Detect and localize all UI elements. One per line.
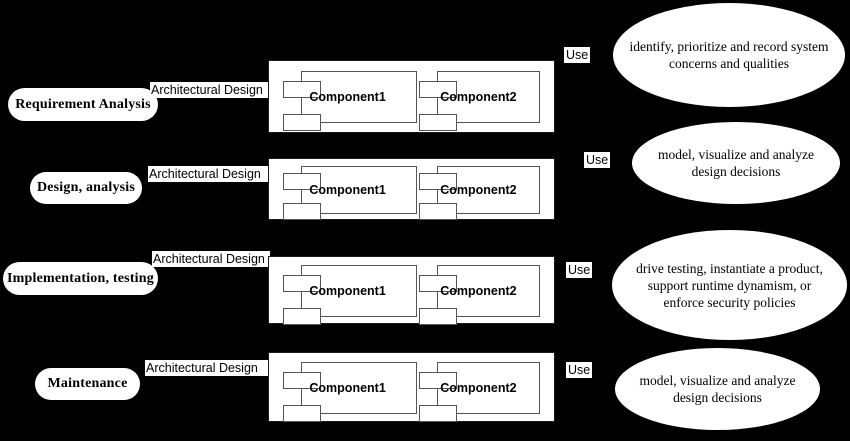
artifact-label-architectural-design-2: Architectural Design (148, 166, 270, 182)
uml-component-name: Component2 (440, 183, 517, 197)
uml-component-1[interactable]: Component1 (283, 166, 417, 220)
component-port-bottom-icon (283, 203, 321, 220)
phase-pill-label: Implementation, testing (7, 270, 154, 286)
relation-label-use-1: Use (564, 47, 591, 63)
uml-component-name: Component1 (309, 381, 386, 395)
phase-pill-design-analysis[interactable]: Design, analysis (30, 172, 142, 204)
component-port-top-icon (283, 173, 321, 190)
component-port-top-icon (419, 372, 457, 389)
artifact-label-text: Architectural Design (151, 83, 263, 97)
component-port-top-icon (419, 275, 457, 292)
phase-pill-label: Maintenance (47, 376, 128, 391)
component-port-top-icon (283, 275, 321, 292)
relation-label-use-2: Use (584, 152, 611, 168)
component-port-top-icon (419, 81, 457, 98)
component-panel-row-3: Component1 Component2 (268, 256, 555, 325)
artifact-label-architectural-design-4: Architectural Design (145, 360, 270, 376)
uml-component-name: Component1 (309, 183, 386, 197)
relation-label-text: Use (568, 363, 591, 377)
relation-label-text: Use (586, 153, 609, 167)
uml-component-2[interactable]: Component2 (419, 166, 540, 220)
purpose-ellipse-3[interactable]: drive testing, instantiate a product, su… (612, 230, 847, 340)
phase-pill-implementation-testing[interactable]: Implementation, testing (3, 262, 158, 295)
uml-component-name: Component2 (440, 284, 517, 298)
purpose-ellipse-text: model, visualize and analyze design deci… (658, 147, 814, 179)
phase-pill-maintenance[interactable]: Maintenance (35, 368, 140, 400)
phase-pill-label: Requirement Analysis (15, 96, 151, 112)
component-panel-row-4: Component1 Component2 (268, 352, 555, 422)
component-port-bottom-icon (419, 405, 457, 422)
component-port-top-icon (283, 81, 321, 98)
uml-component-2[interactable]: Component2 (419, 362, 540, 422)
uml-component-name: Component2 (440, 381, 517, 395)
artifact-label-text: Architectural Design (153, 252, 265, 266)
purpose-ellipse-text: model, visualize and analyze design deci… (639, 373, 796, 405)
component-port-bottom-icon (283, 405, 321, 422)
uml-component-1[interactable]: Component1 (283, 265, 417, 325)
uml-component-2[interactable]: Component2 (419, 265, 540, 325)
relation-label-use-4: Use (566, 362, 593, 378)
component-port-top-icon (283, 372, 321, 389)
component-panel-row-1: Component1 Component2 (268, 60, 555, 133)
phase-pill-requirement-analysis[interactable]: Requirement Analysis (8, 88, 158, 121)
component-port-top-icon (419, 173, 457, 190)
uml-component-2[interactable]: Component2 (419, 71, 540, 131)
uml-component-name: Component1 (309, 90, 386, 104)
purpose-ellipse-text: drive testing, instantiate a product, su… (636, 260, 823, 310)
uml-component-name: Component1 (309, 284, 386, 298)
relation-label-use-3: Use (566, 262, 593, 278)
artifact-label-architectural-design-3: Architectural Design (152, 251, 270, 267)
phase-pill-label: Design, analysis (36, 180, 136, 195)
purpose-ellipse-4[interactable]: model, visualize and analyze design deci… (615, 348, 820, 430)
purpose-ellipse-2[interactable]: model, visualize and analyze design deci… (632, 122, 840, 204)
component-panel-row-2: Component1 Component2 (268, 158, 555, 220)
relation-label-text: Use (566, 48, 589, 62)
artifact-label-text: Architectural Design (149, 167, 261, 181)
purpose-ellipse-text: identify, prioritize and record system c… (629, 39, 829, 71)
artifact-label-text: Architectural Design (146, 361, 258, 375)
component-port-bottom-icon (419, 203, 457, 220)
component-port-bottom-icon (419, 114, 457, 131)
uml-component-1[interactable]: Component1 (283, 362, 417, 422)
component-port-bottom-icon (283, 308, 321, 325)
relation-label-text: Use (568, 263, 591, 277)
component-port-bottom-icon (283, 114, 321, 131)
purpose-ellipse-1[interactable]: identify, prioritize and record system c… (613, 3, 845, 107)
uml-component-1[interactable]: Component1 (283, 71, 417, 131)
uml-component-name: Component2 (440, 90, 517, 104)
artifact-label-architectural-design-1: Architectural Design (150, 82, 270, 98)
component-port-bottom-icon (419, 308, 457, 325)
